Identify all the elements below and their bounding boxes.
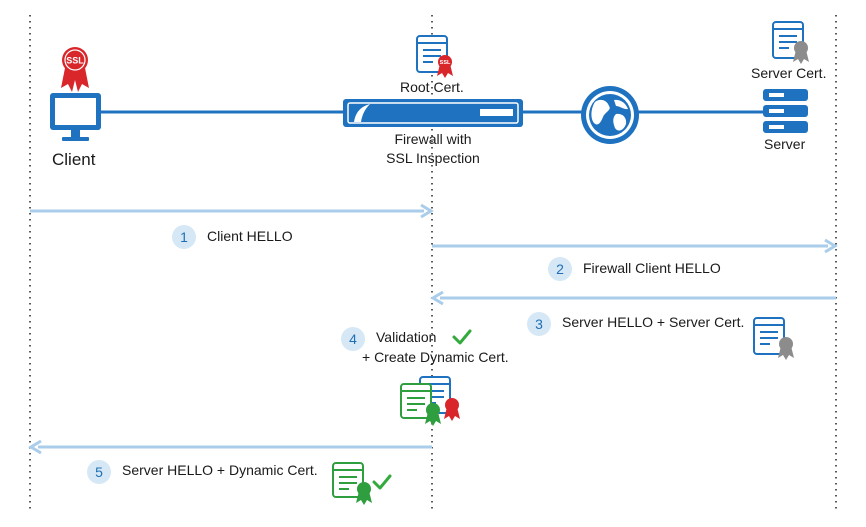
step-2-label: Firewall Client HELLO [583,260,721,276]
step-3-label: Server HELLO + Server Cert. [562,314,745,330]
firewall-label-line-2: SSL Inspection [386,150,480,166]
server-cert-label: Server Cert. [751,65,827,81]
client-monitor-icon [50,93,101,141]
step-2-badge: 2 [548,257,572,281]
server-label: Server [764,136,806,152]
step-1-label: Client HELLO [207,228,293,244]
ssl-badge-text: SSL [66,56,84,66]
server-cert-icon [772,21,809,64]
validation-check-icon [452,329,472,345]
arrow-step-2 [432,238,838,254]
server-stack-icon [763,89,808,133]
arrow-step-1 [30,203,434,219]
svg-text:SSL: SSL [440,60,451,66]
root-cert-icon: SSL [416,35,453,78]
step-4-label-line-2: + Create Dynamic Cert. [362,349,509,365]
ssl-badge-icon: SSL [61,47,89,92]
internet-globe-icon [581,86,639,144]
step3-server-cert-icon [753,317,794,360]
client-label: Client [52,150,96,169]
step-4-badge: 4 [341,327,365,351]
arrow-step-3 [430,290,836,306]
step-4-label-line-1: Validation [376,329,437,345]
firewall-label: Firewall with SSL Inspection [362,130,504,168]
step-3-badge: 3 [527,312,551,336]
dynamic-cert-creation-icon [400,376,460,426]
firewall-appliance-icon [343,99,523,127]
step-1-badge: 1 [172,225,196,249]
firewall-label-line-1: Firewall with [394,131,472,147]
arrow-step-5 [28,439,432,455]
step-5-label: Server HELLO + Dynamic Cert. [122,462,318,478]
step5-dynamic-cert-icon [332,462,372,505]
step-5-badge: 5 [87,460,111,484]
step5-check-icon [372,474,392,490]
root-cert-label: Root Cert. [400,79,464,95]
